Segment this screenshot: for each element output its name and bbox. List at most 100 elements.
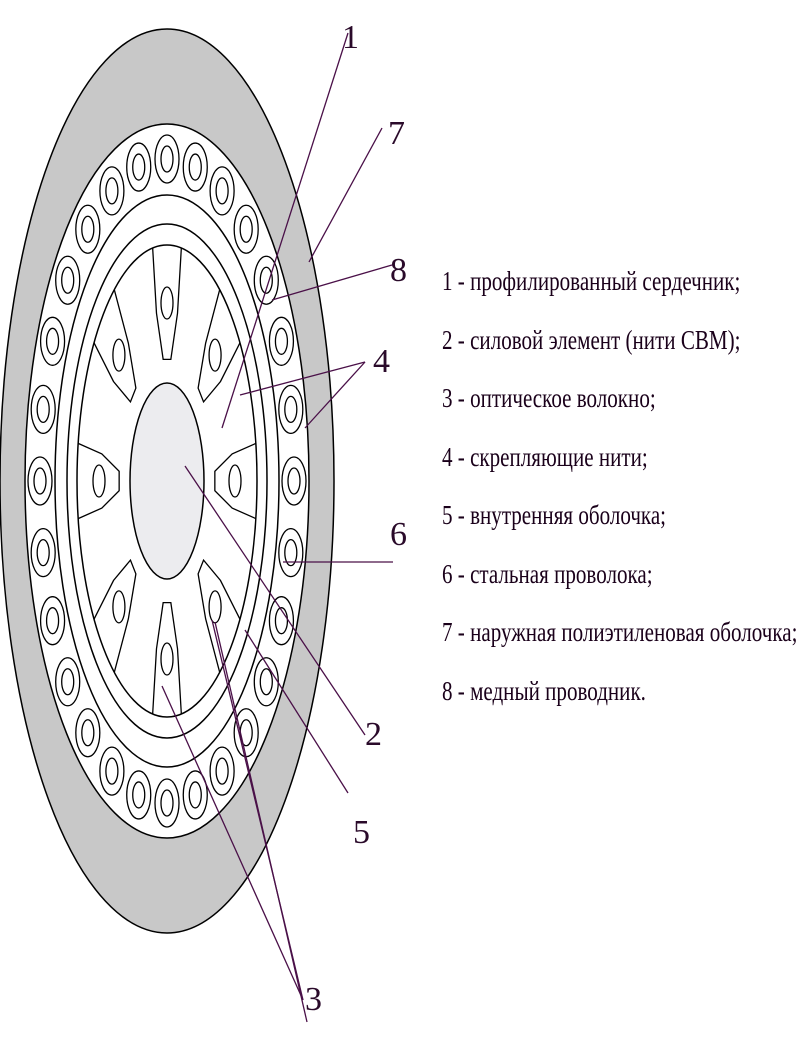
optical-fiber bbox=[208, 338, 222, 372]
core-slots bbox=[77, 247, 257, 715]
copper-conductor bbox=[188, 153, 202, 181]
callout-5: 5 bbox=[353, 814, 370, 851]
legend-item: 7 - наружная полиэтиленовая оболочка; bbox=[442, 617, 798, 647]
core-slot bbox=[197, 558, 241, 673]
steel-wire bbox=[182, 142, 208, 192]
legend-item: 6 - стальная проволока; bbox=[442, 558, 653, 589]
steel-wire bbox=[39, 596, 66, 646]
copper-conductor bbox=[105, 757, 119, 785]
steel-wire bbox=[39, 316, 66, 366]
copper-conductor bbox=[132, 153, 146, 181]
steel-wire bbox=[154, 134, 180, 184]
leader-8 bbox=[271, 264, 393, 301]
legend: 1 - профилированный сердечник; 2 - силов… bbox=[442, 268, 797, 736]
callout-8: 8 bbox=[390, 252, 407, 289]
steel-wire bbox=[268, 596, 295, 646]
steel-wire bbox=[30, 528, 56, 578]
legend-item: 2 - силовой элемент (нити СВМ); bbox=[442, 324, 741, 355]
optical-fiber bbox=[92, 464, 106, 498]
steel-wire bbox=[209, 746, 235, 796]
steel-wire bbox=[27, 456, 53, 506]
copper-conductor bbox=[160, 789, 174, 817]
optical-fiber bbox=[160, 642, 174, 676]
steel-wire bbox=[268, 316, 295, 366]
core-slot bbox=[197, 289, 241, 404]
copper-conductor bbox=[160, 145, 174, 173]
steel-wire bbox=[209, 166, 235, 216]
leader-5 bbox=[244, 629, 349, 794]
steel-wire bbox=[55, 255, 81, 305]
copper-conductor bbox=[61, 266, 75, 294]
steel-wire bbox=[75, 708, 101, 758]
copper-conductor bbox=[45, 327, 60, 355]
leader-4a bbox=[239, 361, 366, 396]
steel-wire bbox=[182, 770, 208, 820]
leader-lines bbox=[161, 32, 393, 1023]
copper-conductor bbox=[284, 539, 298, 567]
core-slot bbox=[152, 601, 182, 715]
copper-conductor bbox=[284, 395, 298, 423]
core-slot bbox=[77, 442, 120, 520]
optical-fiber bbox=[160, 286, 174, 320]
optical-fiber bbox=[112, 590, 126, 624]
legend-item: 8 - медный проводник. bbox=[442, 675, 646, 706]
leader-4b bbox=[304, 361, 366, 429]
steel-wire bbox=[278, 384, 304, 434]
callout-6: 6 bbox=[390, 516, 407, 553]
steel-wire bbox=[126, 770, 152, 820]
core-slot bbox=[152, 247, 182, 361]
profiled-core bbox=[76, 244, 258, 718]
leader-7 bbox=[308, 127, 383, 263]
callout-3: 3 bbox=[305, 981, 322, 1018]
copper-conductor bbox=[81, 215, 95, 243]
steel-wire bbox=[99, 746, 125, 796]
optical-fiber bbox=[228, 464, 242, 498]
copper-conductor bbox=[274, 327, 289, 355]
copper-conductor bbox=[274, 607, 289, 635]
strength-member bbox=[129, 382, 205, 580]
leader-3c bbox=[214, 621, 308, 1023]
core-slot bbox=[93, 558, 137, 673]
copper-conductor bbox=[61, 668, 75, 696]
copper-conductor bbox=[215, 757, 229, 785]
steel-wire bbox=[278, 528, 304, 578]
steel-wire bbox=[233, 708, 259, 758]
steel-wire bbox=[281, 456, 307, 506]
core-slot bbox=[93, 289, 137, 404]
copper-conductor bbox=[259, 266, 273, 294]
optical-fiber bbox=[112, 338, 126, 372]
legend-item: 1 - профилированный сердечник; bbox=[442, 266, 741, 296]
core-slot bbox=[214, 442, 257, 520]
leader-1 bbox=[221, 32, 349, 429]
copper-conductor bbox=[188, 781, 202, 809]
steel-wire bbox=[75, 204, 101, 254]
optical-fiber bbox=[208, 590, 222, 624]
callout-4: 4 bbox=[373, 343, 390, 380]
steel-wire bbox=[55, 657, 81, 707]
binder-ring-outer bbox=[54, 194, 280, 768]
steel-wire bbox=[30, 384, 56, 434]
steel-wire bbox=[99, 166, 125, 216]
callout-2: 2 bbox=[365, 716, 382, 753]
copper-conductor bbox=[36, 539, 50, 567]
leader-2 bbox=[184, 465, 366, 736]
copper-conductor bbox=[132, 781, 146, 809]
legend-item: 4 - скрепляющие нити; bbox=[442, 441, 648, 472]
copper-conductor bbox=[239, 215, 253, 243]
leader-3a bbox=[161, 685, 304, 1001]
copper-conductor bbox=[81, 719, 95, 747]
legend-item: 3 - оптическое волокно; bbox=[442, 383, 656, 413]
steel-wire bbox=[233, 204, 259, 254]
copper-conductor bbox=[287, 467, 301, 495]
copper-conductor bbox=[215, 177, 229, 205]
steel-wires bbox=[27, 134, 307, 828]
steel-wire bbox=[126, 142, 152, 192]
copper-conductor bbox=[45, 607, 60, 635]
copper-conductor bbox=[36, 395, 50, 423]
callout-7: 7 bbox=[388, 115, 405, 152]
inner-sheath bbox=[66, 223, 268, 739]
steel-wire bbox=[154, 778, 180, 828]
callout-1: 1 bbox=[342, 19, 359, 56]
copper-conductor bbox=[105, 177, 119, 205]
